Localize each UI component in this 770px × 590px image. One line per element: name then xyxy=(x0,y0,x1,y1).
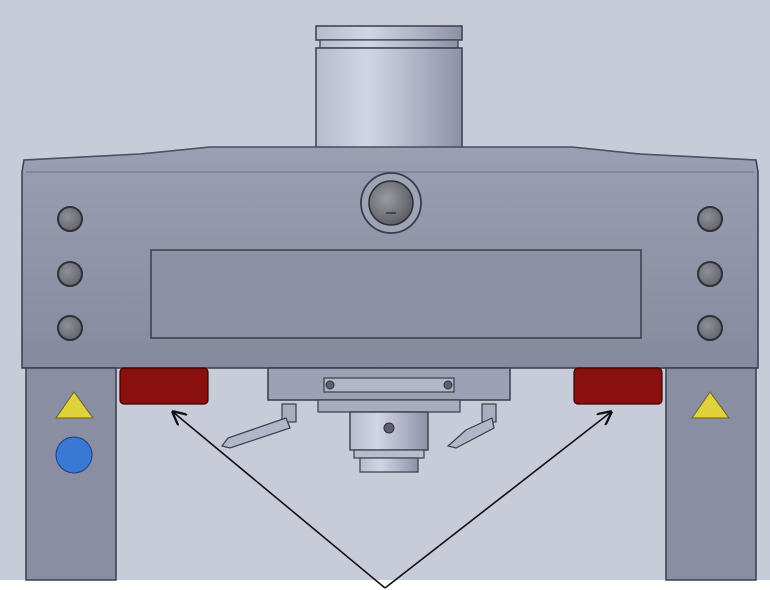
arrow-to-left-block xyxy=(173,412,386,589)
warning-triangle-icon xyxy=(55,391,94,419)
front-panel xyxy=(150,249,642,339)
hydraulic-cylinder xyxy=(315,25,463,153)
screw-icon xyxy=(443,380,453,390)
red-block-right xyxy=(573,367,663,405)
left-column xyxy=(25,367,117,581)
screw-icon xyxy=(383,422,395,434)
right-bolt-column xyxy=(697,206,723,341)
bolt-head-icon xyxy=(57,206,83,232)
ram-assembly xyxy=(267,367,511,473)
right-clamp-lever xyxy=(446,403,497,449)
callout-arrows xyxy=(173,412,611,589)
left-clamp-lever xyxy=(220,403,297,449)
blue-circle-icon xyxy=(55,436,93,474)
left-bolt-column xyxy=(57,206,83,341)
arrow-to-right-block xyxy=(384,412,611,589)
pressure-gauge-icon xyxy=(360,172,422,234)
screw-icon xyxy=(325,380,335,390)
bolt-head-icon xyxy=(57,315,83,341)
warning-triangle-icon xyxy=(691,391,730,419)
bolt-head-icon xyxy=(697,261,723,287)
red-block-left xyxy=(119,367,209,405)
bolt-head-icon xyxy=(697,206,723,232)
press-head xyxy=(21,146,759,369)
bolt-head-icon xyxy=(57,261,83,287)
bottom-margin xyxy=(0,580,770,590)
bolt-head-icon xyxy=(697,315,723,341)
